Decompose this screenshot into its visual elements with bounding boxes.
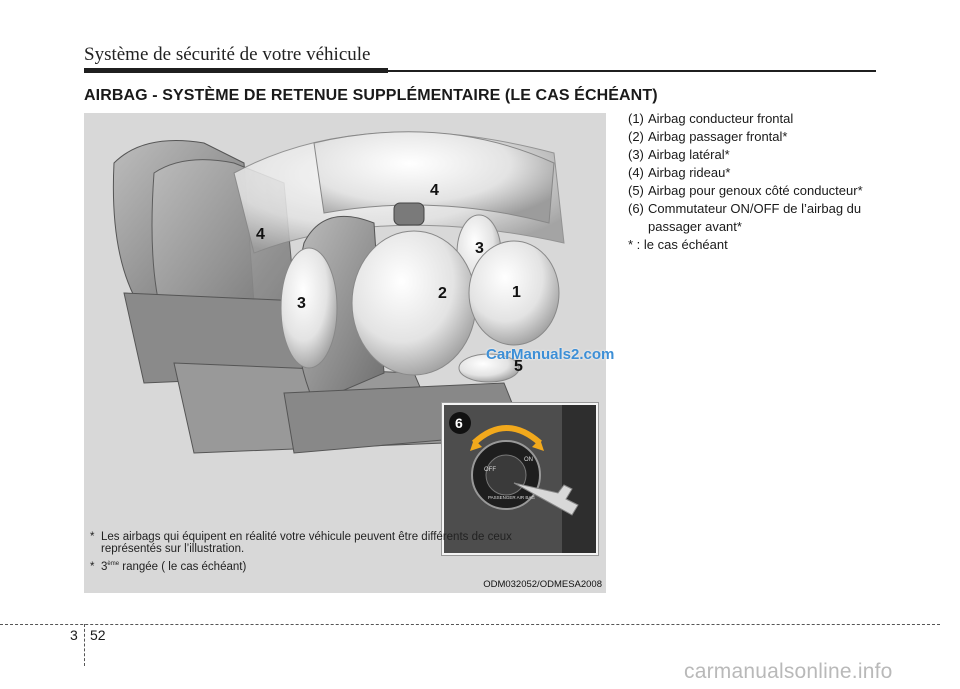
callout-6-badge bbox=[449, 412, 471, 434]
callout-5: 5 bbox=[514, 358, 523, 375]
page-chapter-number: 3 bbox=[70, 627, 78, 643]
header-rule-thick bbox=[84, 68, 388, 73]
list-item: (3)Airbag latéral* bbox=[628, 147, 730, 162]
callout-3-right: 3 bbox=[475, 240, 484, 257]
airbag-legend-list: (1)Airbag conducteur frontal (2)Airbag p… bbox=[628, 110, 898, 254]
svg-text:6: 6 bbox=[455, 415, 463, 431]
list-item: (1)Airbag conducteur frontal bbox=[628, 111, 794, 126]
list-item: (4)Airbag rideau* bbox=[628, 165, 731, 180]
key-icon bbox=[513, 482, 579, 516]
callout-4-left: 4 bbox=[256, 226, 265, 243]
airbag-diagram-svg: 4 4 3 3 2 1 5 bbox=[112, 131, 565, 454]
switch-inset-svg: 6 OFF ON PASSENGER AIR BAG bbox=[444, 405, 596, 553]
callout-1: 1 bbox=[512, 284, 521, 301]
door-edge bbox=[562, 405, 596, 553]
rotation-arrow-icon bbox=[471, 425, 542, 446]
page-number: 52 bbox=[90, 627, 106, 643]
airbag-illustration: 4 4 3 3 2 1 5 6 OFF ON PASSENGER AIR BAG… bbox=[84, 113, 606, 593]
callout-3-left: 3 bbox=[297, 295, 306, 312]
knee-airbag bbox=[458, 353, 520, 383]
list-item: (2)Airbag passager frontal* bbox=[628, 129, 788, 144]
section-heading: AIRBAG - SYSTÈME DE RETENUE SUPPLÉMENTAI… bbox=[84, 87, 658, 104]
off-label: OFF bbox=[484, 467, 496, 473]
airbag-switch-inset: 6 OFF ON PASSENGER AIR BAG bbox=[442, 403, 598, 555]
footer-vertical-divider bbox=[84, 624, 85, 666]
driver-front-airbag bbox=[468, 240, 560, 346]
list-item: (6)Commutateur ON/OFF de l’airbag du pas… bbox=[628, 201, 862, 234]
figure-code: ODM032052/ODMESA2008 bbox=[483, 579, 602, 590]
callout-4-right: 4 bbox=[430, 182, 439, 199]
switch-label: PASSENGER AIR BAG bbox=[488, 495, 535, 500]
figure-note-2: * 3ème rangée ( le cas échéant) bbox=[90, 561, 247, 573]
header-rule-thin bbox=[388, 70, 876, 72]
list-item: (5)Airbag pour genoux côté conducteur* bbox=[628, 183, 863, 198]
watermark-carmanuals: CarManuals2.com bbox=[486, 346, 615, 363]
site-watermark: carmanualsonline.info bbox=[684, 660, 893, 683]
list-footnote: * : le cas échéant bbox=[628, 237, 728, 252]
side-airbag-rear bbox=[280, 247, 338, 369]
curtain-airbag-front bbox=[313, 131, 555, 224]
footer-divider bbox=[0, 624, 940, 625]
callout-2: 2 bbox=[438, 285, 447, 302]
headrest bbox=[393, 202, 425, 226]
chapter-title: Système de sécurité de votre véhicule bbox=[84, 44, 371, 65]
figure-note-1: * Les airbags qui équipent en réalité vo… bbox=[90, 531, 512, 555]
on-label: ON bbox=[524, 457, 533, 463]
passenger-front-airbag bbox=[351, 230, 477, 376]
